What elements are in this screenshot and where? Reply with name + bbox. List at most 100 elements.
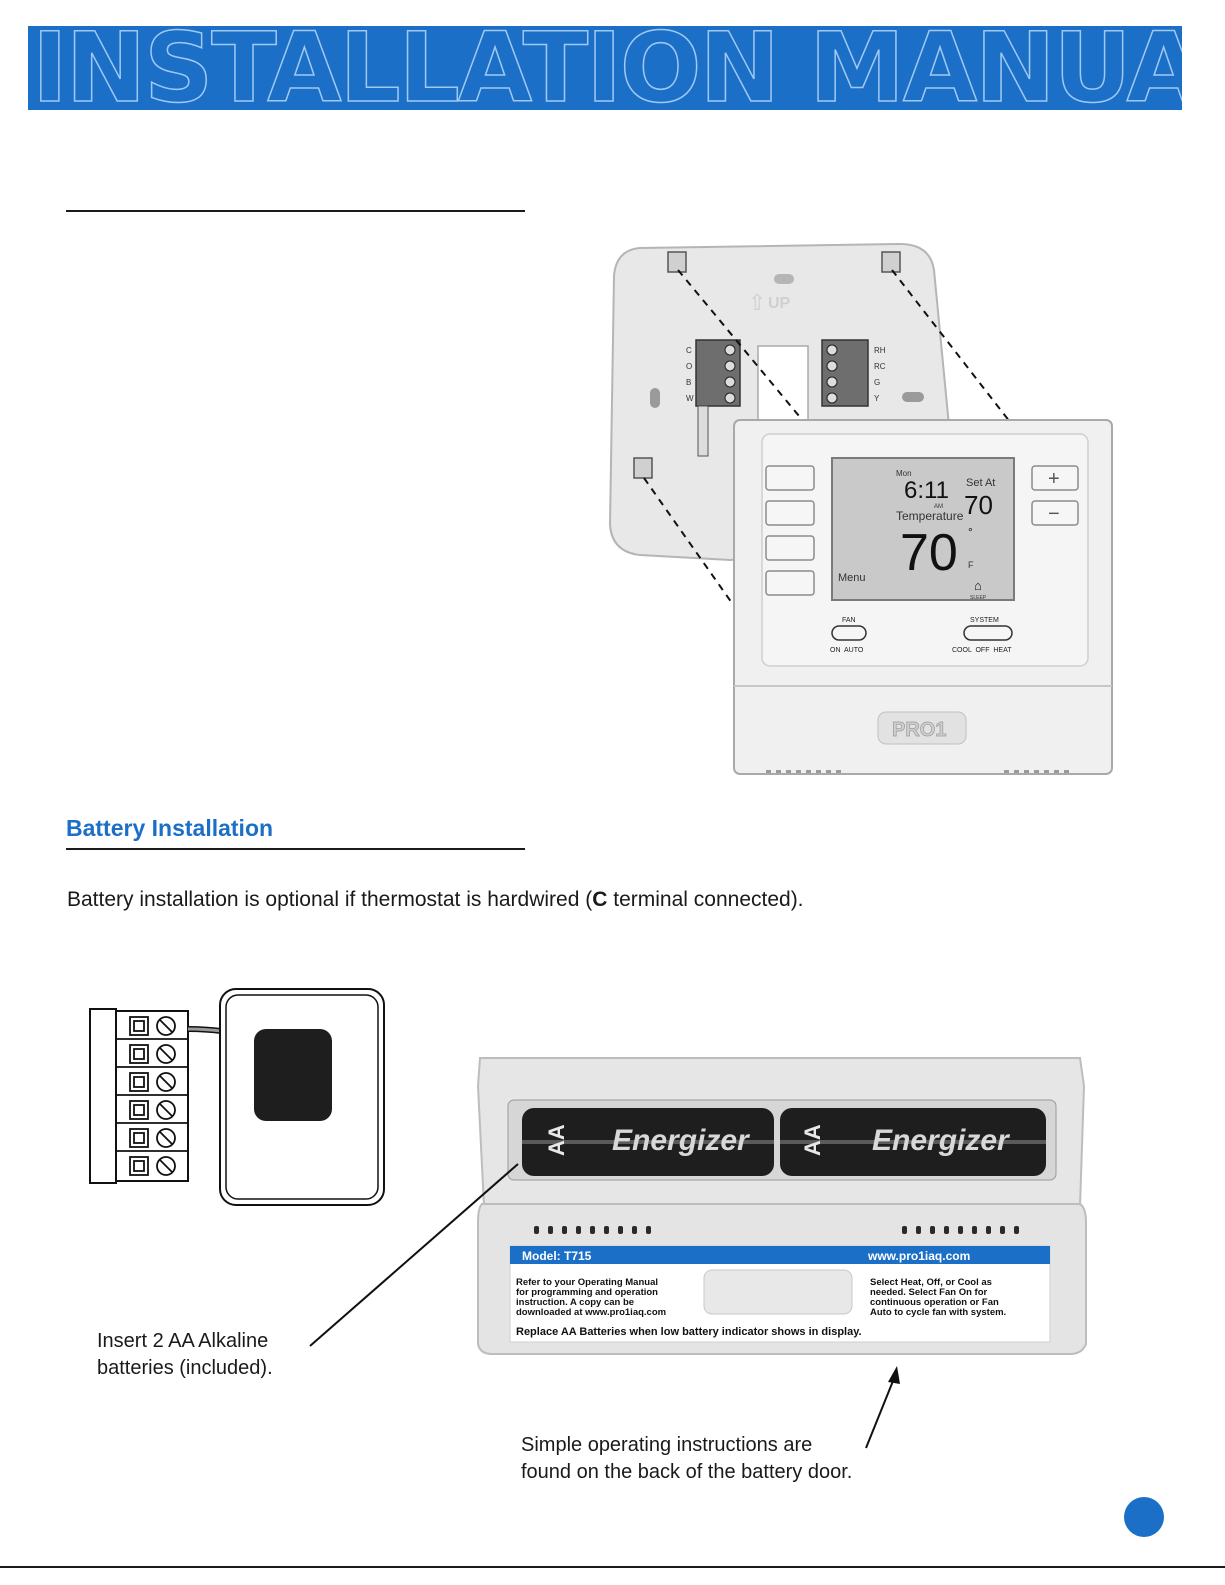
battery-2: AA Energizer [780,1108,1046,1176]
lcd-unit: F [968,560,974,570]
vent-dots-right [1004,770,1069,773]
minus-button [1031,500,1079,526]
section-heading-battery: Battery Installation [66,815,274,841]
banner-title: INSTALLATION MANUAL [31,26,1182,110]
vent-dots-left [766,770,841,773]
alignment-line-bottom [643,477,735,607]
lcd-sleep-label: SLEEP [970,595,987,601]
battery-door-photo: AA Energizer AA Energizer Model: T715 ww… [476,1057,1087,1355]
caption-batteries-line-1: Insert 2 AA Alkaline [97,1330,269,1352]
base-window [757,345,809,427]
base-slot-left [650,388,660,408]
door-label-right-line-1: Select Heat, Off, or Cool as [870,1277,992,1288]
battery-2-size: AA [800,1124,825,1156]
terminal-label-b: B [686,378,691,387]
bottom-rule [0,1566,1225,1568]
terminal-label-rh: RH [874,346,886,355]
wiring-diagram [89,988,385,1206]
system-options: COOL OFF HEAT [952,647,1012,654]
door-vent-left [534,1226,651,1234]
terminal-label-rc: RC [874,362,886,371]
system-switch [963,625,1013,641]
intro-text-after: terminal connected). [607,888,804,911]
door-label-right-line-4: Auto to cycle fan with system. [870,1307,1006,1318]
lcd-set-at-label: Set At [966,477,995,489]
door-label-left-line-1: Refer to your Operating Manual [516,1277,658,1288]
jumper-strip [697,405,709,457]
lcd-degree-icon: ° [968,525,973,539]
base-slot-right [902,392,924,402]
lcd-display [831,457,1015,601]
lcd-day: Mon [896,469,912,478]
lcd-time: 6:11 [904,477,949,504]
page-number-dot [1124,1497,1164,1537]
callout-line-door [865,1375,896,1449]
caption-door: Simple operating instructions are found … [521,1432,852,1486]
plus-button [1031,465,1079,491]
door-label-website: www.pro1iaq.com [867,1249,970,1263]
minus-label: − [1048,503,1060,525]
terminal-label-o: O [686,362,692,371]
caption-batteries-line-2: batteries (included). [97,1357,273,1379]
base-clip-right [881,251,901,273]
menu-button-2 [765,500,815,526]
menu-button-4 [765,570,815,596]
battery-compartment [254,1029,332,1121]
battery-intro-text: Battery installation is optional if ther… [67,888,804,912]
lcd-am-pm: AM [934,504,943,510]
lcd-home-icon: ⌂ [974,578,982,593]
lcd-temperature-value: 70 [900,524,958,582]
caption-door-line-2: found on the back of the battery door. [521,1461,853,1483]
header-banner: INSTALLATION MANUAL [28,26,1182,110]
door-label-left-line-4: downloaded at www.pro1iaq.com [516,1307,666,1318]
door-label-right-line-2: needed. Select Fan On for [870,1287,987,1298]
caption-batteries: Insert 2 AA Alkaline batteries (included… [97,1328,273,1382]
battery-2-brand: Energizer [872,1124,1011,1157]
alignment-line-right [891,269,1011,423]
fan-options: ON AUTO [830,647,864,654]
door-label-left-line-2: for programming and operation [516,1287,658,1298]
battery-1: AA Energizer [522,1108,774,1176]
lcd-temperature-label: Temperature [896,509,964,523]
terminal-strip-backing [89,1008,117,1184]
fan-label: FAN [842,617,856,624]
base-slot-top [774,274,794,284]
thermostat-illustration: ⇧ UP C O B W RH RC G Y + − Mon 6:11 AM S… [608,242,1113,775]
fan-switch [831,625,867,641]
alignment-line-left [677,269,805,423]
terminal-rows [116,1016,188,1176]
battery-1-brand: Energizer [612,1124,751,1157]
terminal-label-c: C [686,346,692,355]
terminal-label-g: G [874,378,880,387]
door-latch [703,1269,853,1315]
up-arrow-icon: ⇧ [748,290,766,315]
terminal-label-w: W [686,394,694,403]
menu-button-3 [765,535,815,561]
callout-arrowhead [888,1366,900,1384]
lcd-set-at-value: 70 [964,490,993,520]
battery-1-size: AA [544,1124,569,1156]
plus-label: + [1048,468,1060,490]
brand-logo: PRO1 [892,719,946,741]
section-rule-top [66,210,525,212]
base-clip-bottom [633,457,653,479]
terminal-block-right [821,339,869,407]
terminal-label-y: Y [874,394,880,403]
caption-door-line-1: Simple operating instructions are [521,1434,813,1456]
section-rule-battery [66,848,525,850]
base-clip-left [667,251,687,273]
base-up-label: UP [768,295,791,312]
brand-plate [877,711,967,745]
door-vent-right [902,1226,1019,1234]
terminal-strip [115,1010,189,1182]
intro-text-before: Battery installation is optional if ther… [67,888,593,911]
door-label-footer: Replace AA Batteries when low battery in… [516,1326,862,1338]
door-label-right-line-3: continuous operation or Fan [870,1297,999,1308]
system-label: SYSTEM [970,617,999,624]
door-label-model: Model: T715 [522,1249,592,1263]
menu-button-1 [765,465,815,491]
door-label-header [510,1246,1050,1264]
terminal-screws-right [826,344,838,404]
door-label-left-line-3: instruction. A copy can be [516,1297,634,1308]
lcd-menu-label: Menu [838,572,866,584]
